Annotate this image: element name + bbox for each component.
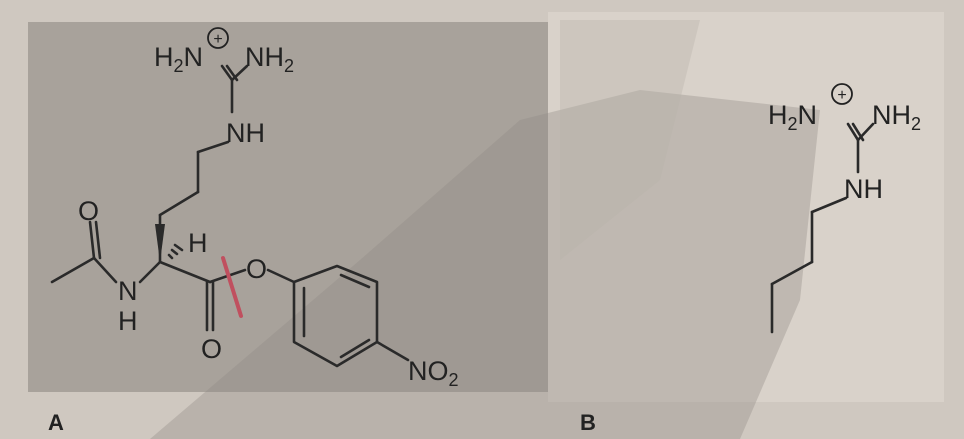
- structure-b: + H2N NH2 NH: [768, 83, 921, 334]
- bond: [266, 268, 296, 284]
- atom-h2n-left: H2N: [154, 42, 203, 76]
- bond: [50, 256, 96, 284]
- shadow-overlay: [560, 20, 700, 260]
- bond: [810, 196, 848, 214]
- shadow-overlay: [150, 90, 820, 439]
- guanidinium-group-a: [220, 64, 249, 114]
- panel-label-b: B: [580, 410, 596, 435]
- bond: [846, 122, 860, 142]
- backbone-a: [50, 220, 247, 332]
- panel-a-background: [28, 22, 548, 392]
- atom-ester-o: O: [246, 254, 267, 284]
- atom-nh2-right: NH2: [245, 42, 294, 76]
- atom-acetyl-o: O: [78, 196, 99, 226]
- bond: [856, 122, 875, 142]
- bond: [158, 260, 212, 284]
- atom-nh2-right: NH2: [872, 100, 921, 134]
- bond: [158, 190, 200, 217]
- charge-sign: +: [213, 31, 222, 48]
- butyl-chain-b: [770, 196, 848, 334]
- side-chain-a: [155, 140, 230, 264]
- structure-a: + H2N NH2 NH H O N H O O NO2: [50, 27, 459, 390]
- bond: [339, 273, 371, 289]
- charge-sign: +: [837, 87, 846, 104]
- atom-alpha-h: H: [188, 228, 208, 258]
- alpha-h-hash: [167, 243, 184, 260]
- atom-nh-sidechain: NH: [226, 118, 265, 148]
- atom-amide-n: N: [118, 276, 138, 306]
- bond: [375, 340, 410, 362]
- bond: [220, 64, 234, 82]
- bond: [88, 220, 96, 260]
- bond: [138, 260, 162, 284]
- bond: [167, 253, 174, 260]
- bond: [770, 260, 814, 286]
- bond: [92, 256, 118, 284]
- atom-nitro: NO2: [408, 356, 459, 390]
- bond: [196, 140, 230, 154]
- bond: [230, 64, 249, 82]
- bond: [339, 338, 371, 359]
- atom-carbonyl-o: O: [201, 334, 222, 364]
- wedge-bond: [155, 224, 165, 262]
- panel-b-background: [548, 12, 944, 402]
- bond: [94, 220, 102, 260]
- cleavage-mark: [221, 256, 243, 318]
- atom-h2n-left: H2N: [768, 100, 817, 134]
- guanidinium-group-b: [846, 122, 875, 174]
- bond: [173, 243, 184, 252]
- panel-label-a: A: [48, 410, 64, 435]
- positive-charge-icon: [207, 27, 229, 49]
- positive-charge-icon: [831, 83, 853, 105]
- atom-nh-chain: NH: [844, 174, 883, 204]
- bond: [170, 248, 179, 256]
- atom-amide-h: H: [118, 306, 138, 336]
